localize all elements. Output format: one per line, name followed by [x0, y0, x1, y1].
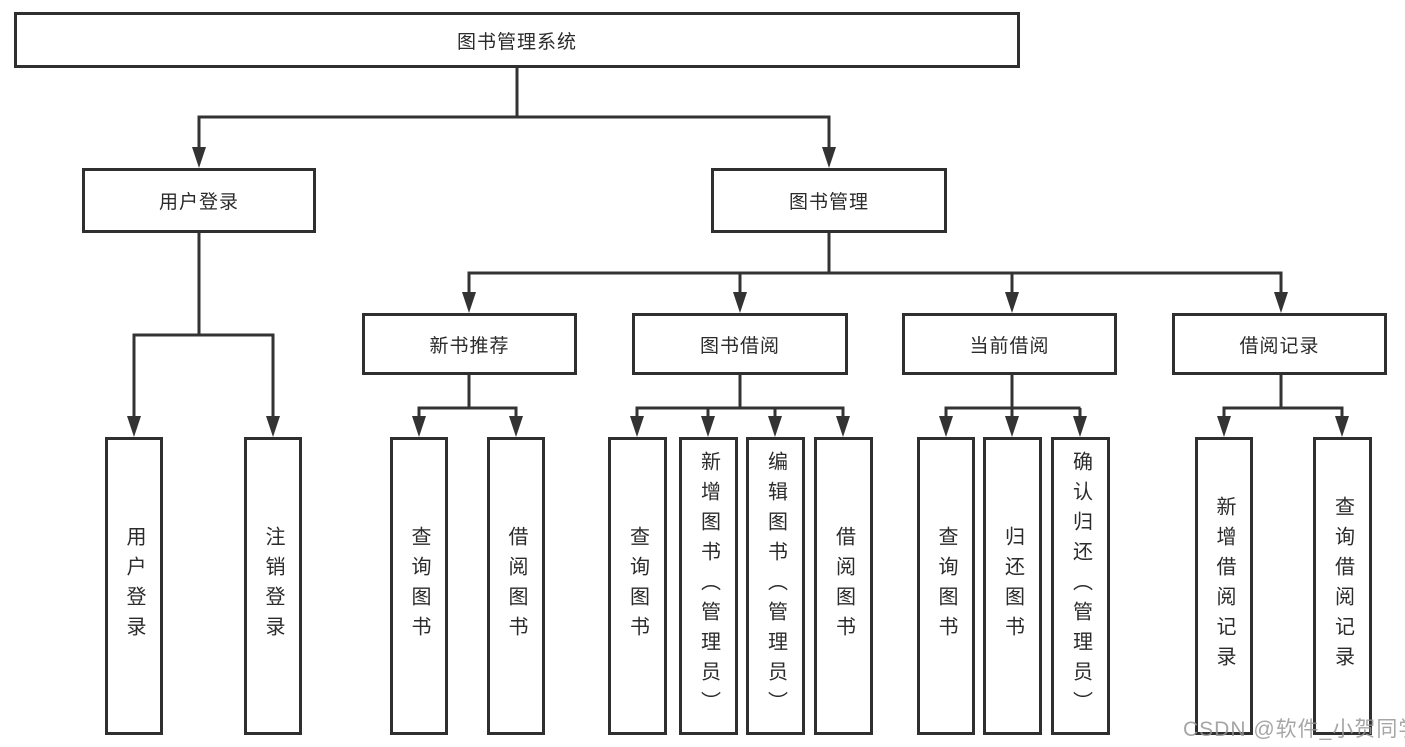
node-leaf-edit-books-admin: 编辑图书（管理员）: [746, 437, 805, 735]
leaf-label: 查询图书: [935, 526, 957, 646]
node-leaf-borrow-books: 借阅图书: [814, 437, 873, 735]
leaf-label: 新增图书（管理员）: [697, 451, 720, 721]
leaf-label: 确认归还（管理员）: [1069, 451, 1092, 721]
node-leaf-return-books: 归还图书: [983, 437, 1042, 735]
node-leaf-add-borrow-record: 新增借阅记录: [1195, 437, 1253, 735]
node-leaf-query-books-rec: 查询图书: [390, 437, 448, 735]
node-book-management: 图书管理: [711, 168, 947, 233]
leaf-label: 注销登录: [262, 526, 284, 646]
node-borrowing-records: 借阅记录: [1172, 313, 1387, 375]
node-leaf-logout: 注销登录: [244, 437, 302, 735]
node-user-login: 用户登录: [82, 168, 316, 233]
node-leaf-query-borrow-record: 查询借阅记录: [1313, 437, 1372, 735]
node-library-management-system: 图书管理系统: [14, 12, 1020, 68]
leaf-label: 新增借阅记录: [1213, 496, 1235, 676]
node-leaf-query-books-current: 查询图书: [917, 437, 975, 735]
leaf-label: 用户登录: [123, 526, 145, 646]
node-leaf-borrow-books-rec: 借阅图书: [487, 437, 545, 735]
node-leaf-confirm-return-admin: 确认归还（管理员）: [1051, 437, 1110, 735]
node-current-borrowing: 当前借阅: [902, 313, 1117, 375]
node-leaf-user-login: 用户登录: [105, 437, 163, 735]
leaf-label: 查询借阅记录: [1331, 496, 1354, 676]
leaf-label: 查询图书: [408, 526, 430, 646]
leaf-label: 借阅图书: [832, 526, 855, 646]
leaf-label: 归还图书: [1001, 526, 1024, 646]
node-leaf-add-books-admin: 新增图书（管理员）: [679, 437, 738, 735]
leaf-label: 查询图书: [626, 526, 649, 646]
arrowheads: [127, 147, 1349, 437]
node-new-book-recommendation: 新书推荐: [362, 313, 577, 375]
csdn-watermark: CSDN @软件_小贺同学: [1183, 718, 1405, 741]
leaf-label: 借阅图书: [505, 526, 527, 646]
leaf-label: 编辑图书（管理员）: [764, 451, 787, 721]
node-leaf-query-books-borrow: 查询图书: [608, 437, 667, 735]
node-book-borrowing: 图书借阅: [632, 313, 848, 375]
